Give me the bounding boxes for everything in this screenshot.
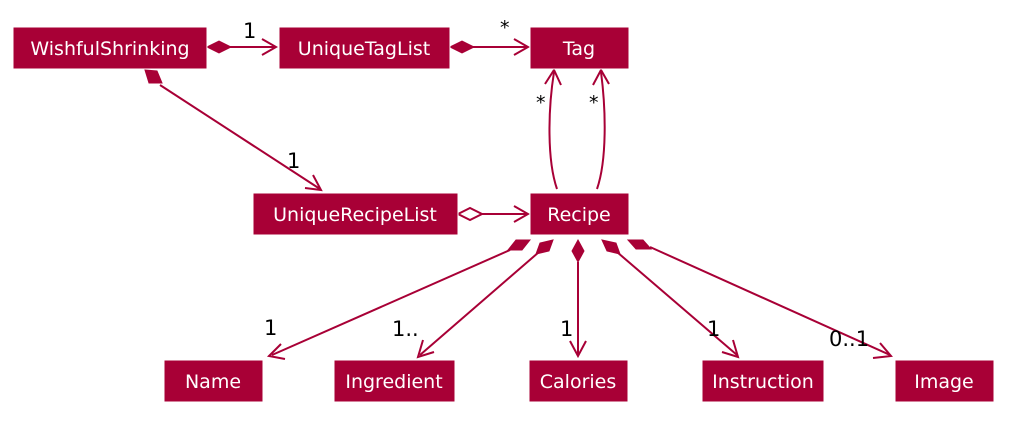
edge-recipe-image	[626, 239, 893, 359]
composition-diamond	[626, 239, 653, 250]
class-name-box: Name	[163, 359, 264, 403]
class-name: Instruction	[712, 371, 814, 393]
arrow-head	[513, 205, 531, 223]
edge-uniquetaglist-tag	[448, 38, 531, 56]
multiplicity-label: 1	[707, 317, 720, 341]
edge-recipe-instruction	[601, 239, 740, 359]
class-name: WishfulShrinking	[30, 38, 189, 60]
class-name: UniqueTagList	[298, 38, 430, 60]
multiplicity-label: 1	[243, 19, 256, 43]
edge-recipe-calories	[569, 238, 587, 359]
edge-recipe-tag-right	[592, 67, 610, 190]
multiplicity-label: 1	[560, 317, 573, 341]
composition-diamond	[601, 239, 621, 255]
class-name: Recipe	[547, 204, 611, 226]
class-instruction: Instruction	[701, 359, 825, 403]
class-image: Image	[894, 359, 995, 403]
class-name: UniqueRecipeList	[273, 204, 437, 226]
composition-diamond	[571, 238, 585, 264]
multiplicity-label: *	[500, 17, 510, 39]
multiplicity-label: *	[536, 92, 546, 114]
composition-diamond	[144, 69, 163, 84]
edge-uniquerecipelist-recipe	[455, 205, 531, 223]
class-ingredient: Ingredient	[333, 359, 456, 403]
class-name: Ingredient	[345, 371, 442, 393]
edge-wishfulshrinking-uniquerecipelist	[144, 69, 323, 192]
aggregation-diamond	[455, 206, 485, 222]
composition-diamond	[205, 40, 233, 54]
class-wishful-shrinking: WishfulShrinking	[12, 26, 208, 70]
class-name: Calories	[540, 371, 617, 393]
arrow-head	[592, 67, 610, 86]
edge-recipe-tag-left	[544, 67, 562, 190]
arrow-head	[261, 38, 279, 56]
edge-recipe-ingredient	[416, 239, 554, 359]
class-calories: Calories	[528, 359, 629, 403]
arrow-head	[416, 339, 435, 359]
arrow-head	[721, 339, 740, 359]
class-unique-tag-list: UniqueTagList	[278, 26, 451, 70]
class-name: Name	[185, 371, 241, 393]
arrow-head	[266, 343, 286, 360]
class-unique-recipe-list: UniqueRecipeList	[252, 192, 459, 236]
arrow-head	[513, 38, 531, 56]
multiplicity-label: 1	[264, 316, 277, 340]
class-recipe: Recipe	[529, 192, 630, 236]
class-name: Tag	[562, 38, 595, 60]
multiplicity-label: 1..	[392, 317, 419, 341]
arrow-head	[569, 340, 587, 359]
arrow-head	[872, 342, 893, 359]
edge-recipe-name	[266, 239, 532, 360]
composition-diamond	[506, 239, 532, 251]
class-name: Image	[914, 371, 974, 393]
arrow-head	[304, 174, 323, 192]
multiplicity-label: 1	[287, 149, 300, 173]
multiplicity-label: 0..1	[829, 327, 869, 351]
composition-diamond	[448, 40, 476, 54]
class-tag: Tag	[529, 26, 630, 70]
multiplicity-label: *	[589, 92, 599, 114]
edge-wishfulshrinking-uniquetaglist	[205, 38, 279, 56]
composition-diamond	[535, 239, 554, 255]
arrow-head	[544, 67, 562, 86]
